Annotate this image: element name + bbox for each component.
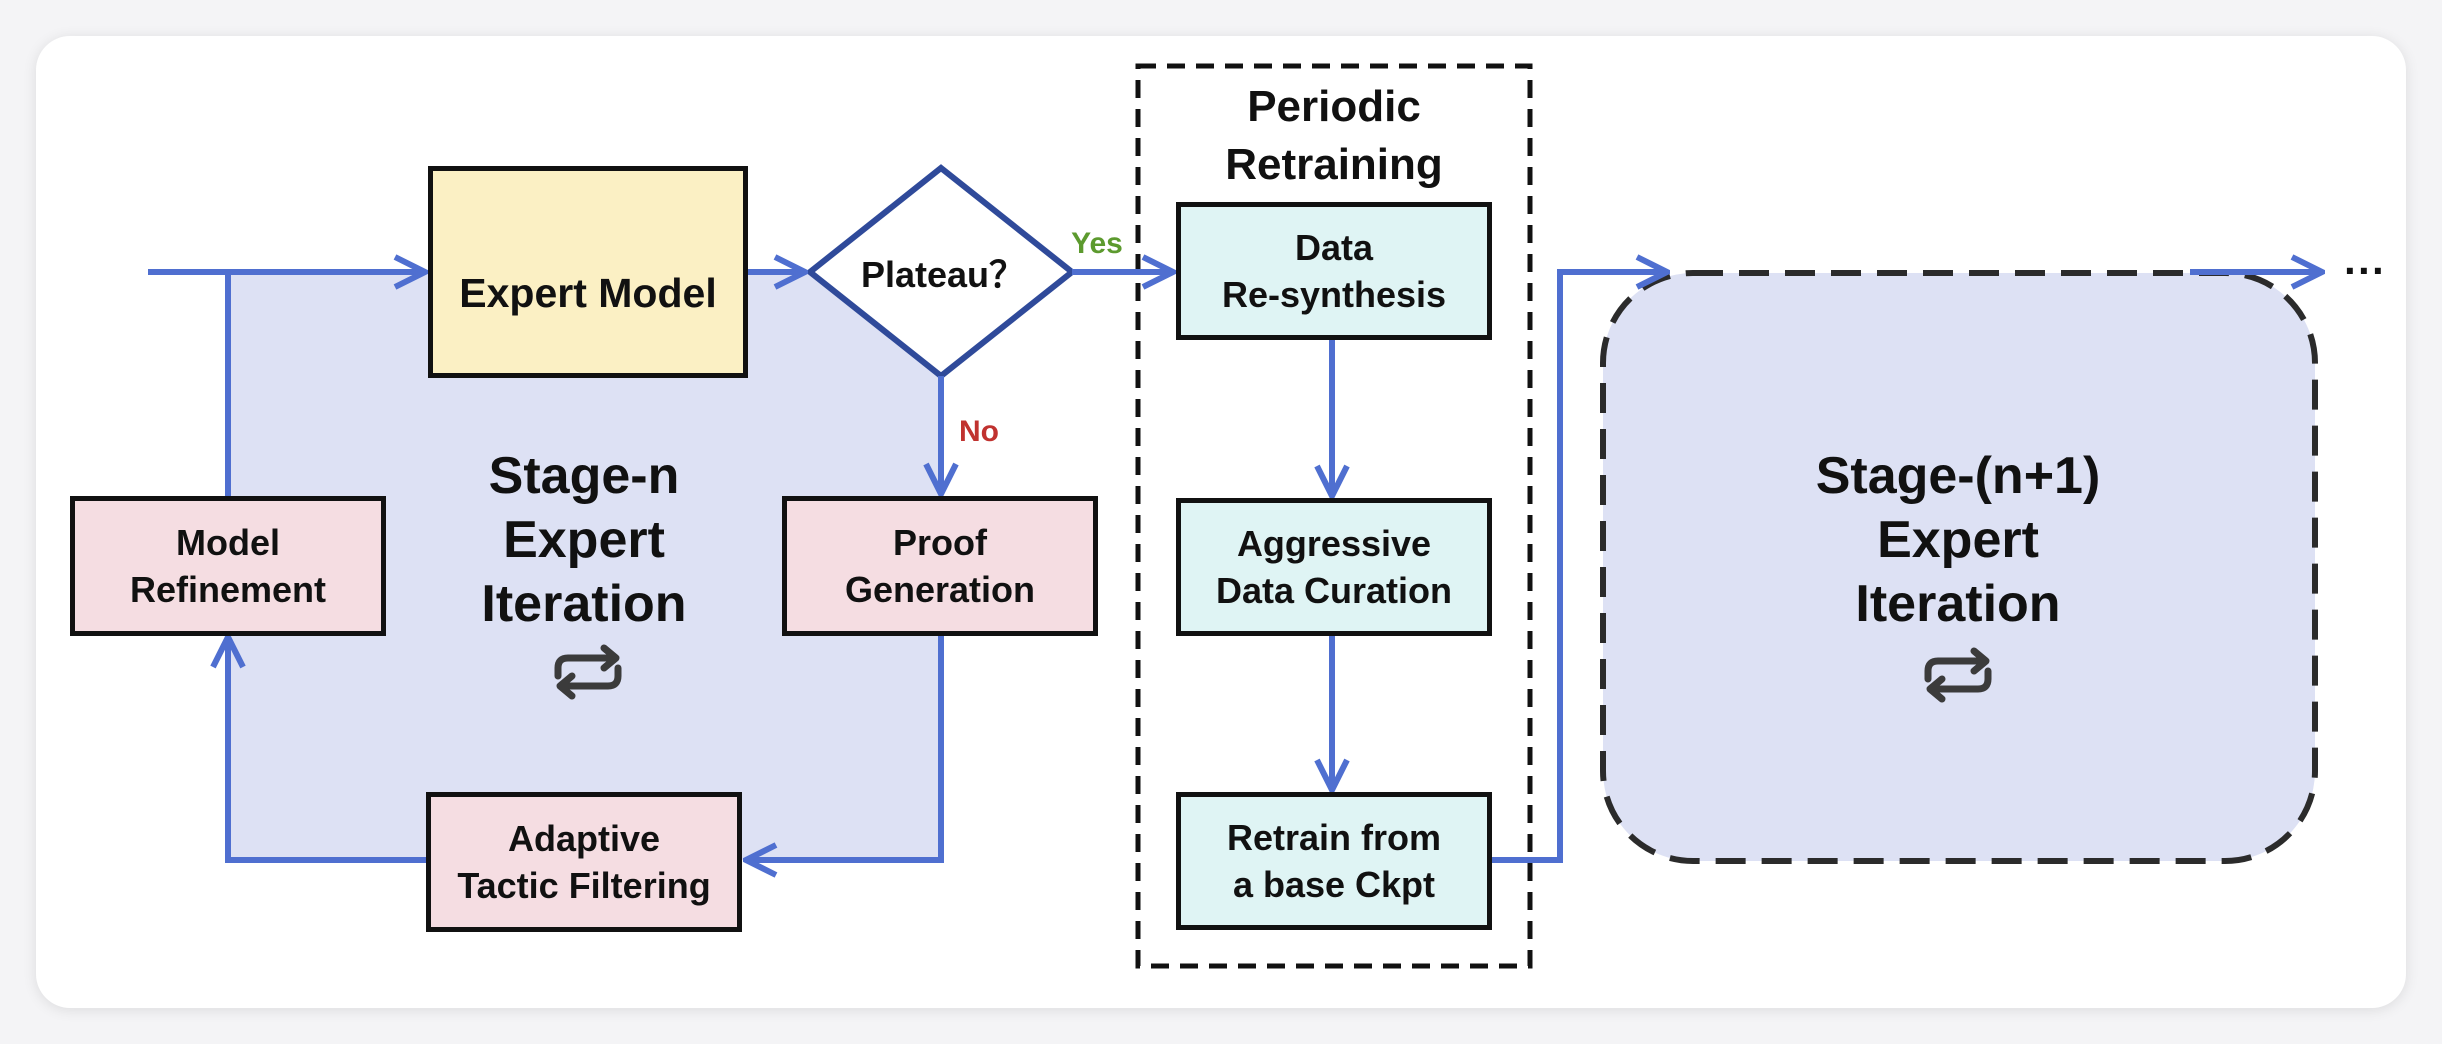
aggressive-data-curation-line-2: Data Curation [1215,570,1453,611]
proof-generation-line-1: Proof [893,522,987,563]
data-resynthesis-box: Data Re-synthesis [1176,202,1492,340]
expert-model-label: Expert Model [459,270,717,316]
periodic-retraining-line-1: Periodic [1247,82,1421,131]
adaptive-tactic-filtering-line-1: Adaptive [507,818,661,859]
stage-n1-region [1600,270,2318,864]
model-refinement-line-2: Refinement [129,569,327,610]
periodic-retraining-frame [1135,63,1533,969]
periodic-retraining-title: Periodic Retraining [1140,78,1528,194]
filter-to-refinement-arrow [228,637,427,863]
data-resynthesis-line-2: Re-synthesis [1221,274,1447,315]
proof-to-filter-arrow [746,634,944,860]
repeat-icon [554,644,622,700]
yes-label: Yes [1071,227,1123,260]
periodic-retraining-line-2: Retraining [1225,140,1443,189]
retrain-to-next-stage-arrow [1490,272,1667,863]
no-label: No [959,415,999,448]
stage-n-title: Stage-n Expert Iteration [434,444,734,636]
proof-generation-line-2: Generation [844,569,1036,610]
stage-n-line-2: Expert [503,511,665,569]
retrain-base-box: Retrain from a base Ckpt [1176,792,1492,930]
expert-model-box: Expert Model [428,166,748,378]
stage-n1-line-3: Iteration [1855,575,2061,633]
adaptive-tactic-filtering-box: Adaptive Tactic Filtering [426,792,742,932]
stage-n1-line-2: Expert [1877,511,2039,569]
aggressive-data-curation-box: Aggressive Data Curation [1176,498,1492,636]
retrain-base-line-1: Retrain from [1226,817,1442,858]
proof-generation-box: Proof Generation [782,496,1098,636]
data-resynthesis-line-1: Data [1294,227,1374,268]
continuation-dots: ··· [2344,247,2386,294]
retrain-base-line-2: a base Ckpt [1232,864,1436,905]
aggressive-data-curation-line-1: Aggressive [1236,523,1432,564]
repeat-icon [1924,647,1992,703]
model-refinement-line-1: Model [176,522,280,563]
model-refinement-box: Model Refinement [70,496,386,636]
adaptive-tactic-filtering-line-2: Tactic Filtering [457,865,711,906]
stage-n1-title: Stage-(n+1) Expert Iteration [1758,444,2158,636]
stage-n1-line-1: Stage-(n+1) [1815,447,2101,505]
stage-n-line-3: Iteration [481,575,687,633]
decision-label: Plateau？ [861,254,1025,295]
stage-n-line-1: Stage-n [488,447,680,505]
